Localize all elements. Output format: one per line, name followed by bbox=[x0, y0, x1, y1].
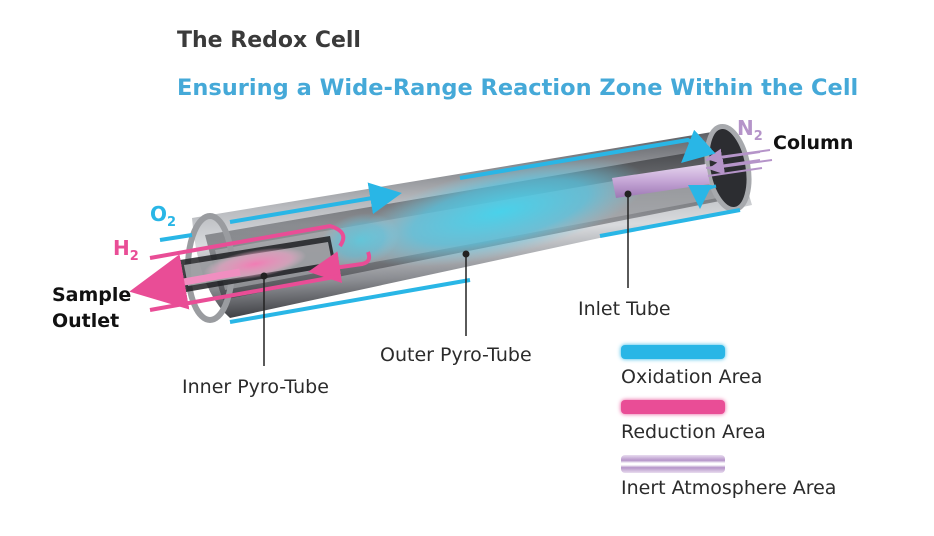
legend-swatch-reduction bbox=[621, 400, 725, 414]
sample-outlet-arrow bbox=[129, 254, 241, 310]
oxidation-zone bbox=[353, 157, 647, 267]
legend-swatch-oxidation bbox=[621, 345, 725, 359]
sample-label: Sample bbox=[52, 284, 132, 306]
diagram-subtitle: Ensuring a Wide-Range Reaction Zone With… bbox=[177, 75, 859, 101]
legend-label-reduction: Reduction Area bbox=[621, 421, 766, 443]
legend-label-inert: Inert Atmosphere Area bbox=[621, 477, 837, 499]
h2-label: H2 bbox=[113, 236, 139, 264]
column-label: Column bbox=[773, 132, 854, 154]
oxidation-flow-bottom bbox=[229, 278, 471, 324]
outlet-label: Outlet bbox=[52, 310, 120, 332]
oxidation-flow-turn bbox=[459, 129, 716, 180]
n2-arrow bbox=[706, 148, 771, 165]
legend-label-oxidation: Oxidation Area bbox=[621, 366, 763, 388]
inner-pyro-tube-label: Inner Pyro-Tube bbox=[182, 376, 329, 398]
o2-inlet-arrow bbox=[159, 233, 193, 242]
o2-label: O2 bbox=[150, 202, 177, 230]
n2-label: N2 bbox=[737, 116, 763, 144]
diagram-title: The Redox Cell bbox=[177, 28, 361, 53]
legend-swatch-inert bbox=[621, 455, 725, 473]
h2-inlet-arrow bbox=[149, 223, 346, 260]
inlet-tube-body bbox=[612, 164, 710, 198]
outer-pyro-tube-label: Outer Pyro-Tube bbox=[380, 344, 532, 366]
oxidation-flow-top bbox=[229, 182, 402, 224]
inlet-tube-label: Inlet Tube bbox=[578, 298, 671, 320]
